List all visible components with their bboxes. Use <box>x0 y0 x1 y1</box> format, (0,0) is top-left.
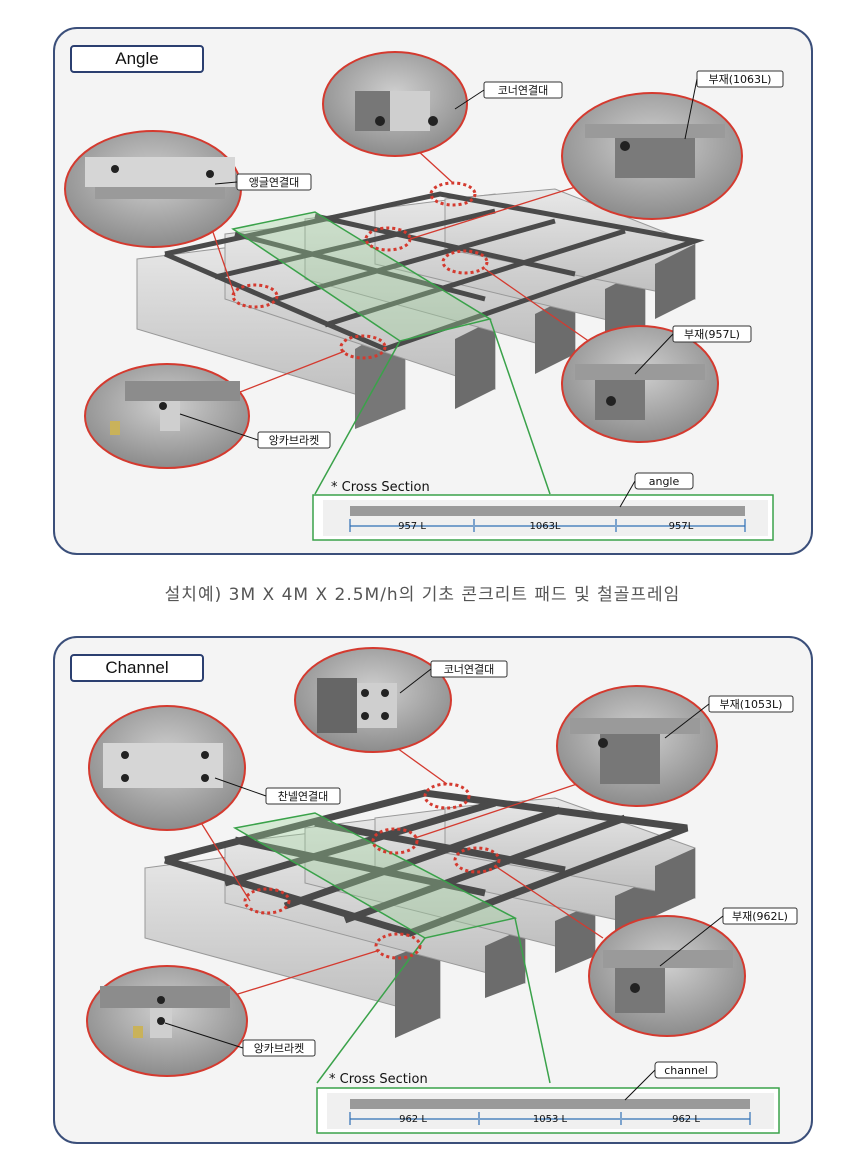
cross-section: * Cross Section 962 L 1053 L 962 L chann… <box>316 1061 780 1134</box>
zoom-member-long <box>556 685 718 807</box>
installation-caption: 설치예) 3M X 4M X 2.5M/h의 기초 콘크리트 패드 및 철골프레… <box>164 585 681 605</box>
member-1053-label: 부재(1053L) <box>720 698 783 711</box>
angle-diagram: 코너연결대 부재(1063L) 앵글연결대 부재(957L) 앙카브라켓 * C… <box>64 51 784 541</box>
zoom-corner <box>322 51 468 157</box>
corner-connector-label: 코너연결대 <box>444 663 495 676</box>
member-1063-label: 부재(1063L) <box>709 73 772 86</box>
angle-panel: 코너연결대 부재(1063L) 앵글연결대 부재(957L) 앙카브라켓 * C… <box>53 27 813 555</box>
zoom-connector <box>88 705 246 831</box>
steel-frame <box>164 789 689 937</box>
profile-label: angle <box>649 475 680 488</box>
zoom-member-short <box>561 325 719 443</box>
highlight-ellipses <box>243 782 501 960</box>
segment-3: 962 L <box>672 1114 700 1125</box>
corner-connector-label: 코너연결대 <box>498 84 549 97</box>
segment-1: 962 L <box>399 1114 427 1125</box>
segment-3: 957L <box>669 521 694 532</box>
anchor-bracket-label: 앙카브라켓 <box>254 1042 305 1055</box>
panel-title: Channel <box>70 654 204 682</box>
segment-2: 1053 L <box>533 1114 568 1125</box>
zoom-anchor <box>86 965 248 1077</box>
zoom-connector <box>64 130 242 248</box>
zoom-corner <box>294 647 452 753</box>
profile-label: channel <box>664 1064 708 1077</box>
panel-title: Angle <box>70 45 204 73</box>
segment-1: 957 L <box>398 521 426 532</box>
cross-section-heading: * Cross Section <box>329 1072 428 1087</box>
channel-connector-label: 찬넬연결대 <box>278 789 329 803</box>
zoom-member-short <box>588 915 746 1037</box>
member-957-label: 부재(957L) <box>684 328 740 341</box>
zoom-anchor <box>84 363 250 469</box>
leader-lines <box>194 742 604 999</box>
highlight-ellipses <box>231 181 489 360</box>
anchor-bracket-label: 앙카브라켓 <box>269 434 320 447</box>
zoom-member-long <box>561 92 743 220</box>
steel-frame <box>164 191 705 352</box>
channel-panel: 코너연결대 부재(1053L) 찬넬연결대 부재(962L) 앙카브라켓 * C… <box>53 636 813 1144</box>
channel-diagram: 코너연결대 부재(1053L) 찬넬연결대 부재(962L) 앙카브라켓 * C… <box>86 647 798 1134</box>
member-962-label: 부재(962L) <box>732 910 788 923</box>
cross-section-heading: * Cross Section <box>331 480 430 495</box>
angle-connector-label: 앵글연결대 <box>249 176 300 189</box>
cross-section: * Cross Section 957 L 1063L 957L angle <box>312 472 774 541</box>
segment-2: 1063L <box>529 521 560 532</box>
